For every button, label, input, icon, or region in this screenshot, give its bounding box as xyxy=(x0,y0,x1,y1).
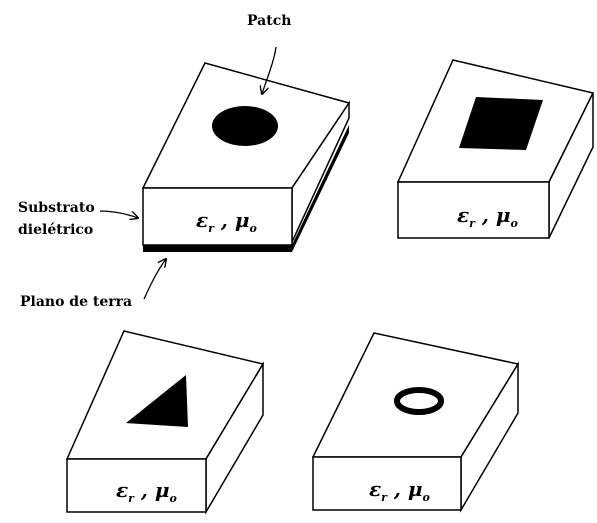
mu-symbol: μ xyxy=(495,203,511,227)
mu-subscript: o xyxy=(510,217,518,230)
epsilon-symbol: ε xyxy=(369,477,382,501)
formula-separator: , xyxy=(474,203,496,227)
formula-block-2: εr , μo xyxy=(457,203,518,230)
mu-subscript: o xyxy=(169,492,177,505)
patch-label: Patch xyxy=(247,13,292,29)
ring-patch xyxy=(394,387,444,415)
formula-block-3: εr , μo xyxy=(116,478,177,505)
substrate-front-face xyxy=(312,456,462,511)
ground-plane-arrow xyxy=(143,259,166,300)
mu-subscript: o xyxy=(249,222,257,235)
antenna-block-ring xyxy=(311,332,520,513)
epsilon-subscript: r xyxy=(208,222,214,235)
substrate-front-face xyxy=(142,187,293,246)
epsilon-subscript: r xyxy=(381,491,387,504)
epsilon-symbol: ε xyxy=(457,203,470,227)
substrate-front-face xyxy=(66,458,207,513)
antenna-block-ellipse xyxy=(141,62,351,252)
epsilon-subscript: r xyxy=(128,492,134,505)
substrate-front-face xyxy=(397,181,550,239)
rectangle-patch xyxy=(459,97,543,150)
formula-block-1: εr , μo xyxy=(196,208,257,235)
mu-symbol: μ xyxy=(234,208,250,232)
epsilon-subscript: r xyxy=(469,217,475,230)
mu-subscript: o xyxy=(422,491,430,504)
formula-separator: , xyxy=(213,208,235,232)
formula-separator: , xyxy=(386,477,408,501)
ellipse-patch xyxy=(212,106,278,146)
formula-separator: , xyxy=(133,478,155,502)
antenna-block-triangle xyxy=(65,330,265,515)
antenna-block-rectangle xyxy=(396,59,595,239)
substrate-label-line1: Substrato xyxy=(18,200,95,216)
substrate-arrow xyxy=(99,210,138,218)
ground-plane-label: Plano de terra xyxy=(20,294,133,310)
epsilon-symbol: ε xyxy=(196,208,209,232)
patch-arrow xyxy=(262,46,277,94)
triangle-patch xyxy=(126,375,188,427)
substrate-label-line2: dielétrico xyxy=(18,222,94,238)
mu-symbol: μ xyxy=(154,478,170,502)
epsilon-symbol: ε xyxy=(116,478,129,502)
formula-block-4: εr , μo xyxy=(369,477,430,504)
mu-symbol: μ xyxy=(407,477,423,501)
